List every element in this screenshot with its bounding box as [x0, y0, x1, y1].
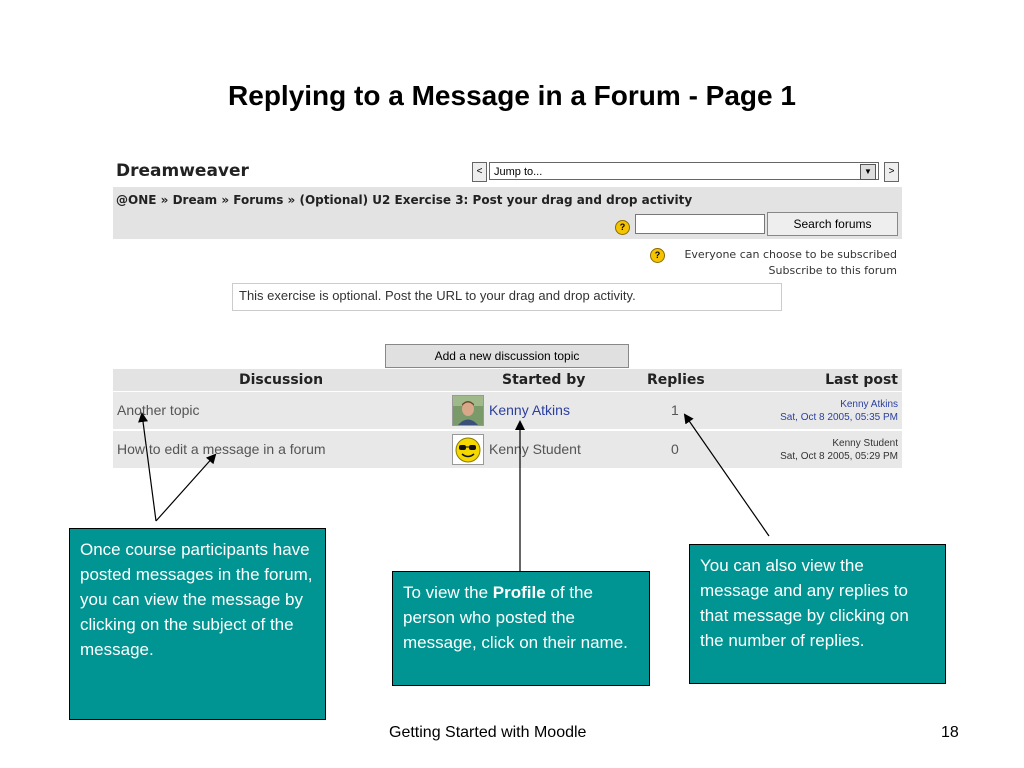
breadcrumb-home[interactable]: @ONE — [116, 193, 157, 207]
callout-profile: To view the Profile of the person who po… — [392, 571, 650, 686]
breadcrumb-separator: » — [283, 193, 300, 207]
course-header: Dreamweaver < Jump to... ▼ > — [113, 157, 902, 185]
discussion-subject-link[interactable]: Another topic — [117, 402, 200, 418]
jump-next-button[interactable]: > — [884, 162, 899, 182]
forum-intro: This exercise is optional. Post the URL … — [232, 283, 782, 311]
table-row: How to edit a message in a forum Kenny S… — [113, 431, 902, 470]
navigation-bar: @ONE » Dream » Forums » (Optional) U2 Ex… — [113, 187, 902, 239]
callout-subject: Once course participants have posted mes… — [69, 528, 326, 720]
course-name[interactable]: Dreamweaver — [116, 161, 249, 181]
last-post: Kenny Atkins Sat, Oct 8 2005, 05:35 PM — [780, 398, 898, 424]
callout-profile-bold: Profile — [492, 583, 546, 602]
subscribe-link[interactable]: Subscribe to this forum — [768, 264, 897, 277]
help-icon[interactable]: ? — [615, 220, 630, 235]
search-input[interactable] — [635, 214, 765, 234]
started-by-link[interactable]: Kenny Atkins — [489, 402, 570, 418]
replies-count-link[interactable]: 0 — [671, 441, 679, 457]
breadcrumb-separator: » — [156, 193, 173, 207]
last-post-date[interactable]: Sat, Oct 8 2005, 05:29 PM — [780, 451, 898, 462]
breadcrumb-forums[interactable]: Forums — [233, 193, 284, 207]
help-icon[interactable]: ? — [650, 248, 665, 263]
breadcrumb-course[interactable]: Dream — [172, 193, 218, 207]
footer-text: Getting Started with Moodle — [389, 724, 587, 741]
avatar[interactable] — [452, 434, 484, 465]
callout-profile-text-2: of the person who posted the message, cl… — [403, 583, 628, 652]
last-post: Kenny Student Sat, Oct 8 2005, 05:29 PM — [780, 437, 898, 463]
last-post-author[interactable]: Kenny Atkins — [840, 399, 898, 410]
column-header-discussion: Discussion — [239, 372, 324, 388]
last-post-date[interactable]: Sat, Oct 8 2005, 05:35 PM — [780, 412, 898, 423]
started-by-link[interactable]: Kenny Student — [489, 441, 581, 457]
forum-screenshot: Dreamweaver < Jump to... ▼ > @ONE » Drea… — [113, 157, 902, 470]
breadcrumb-separator: » — [217, 193, 234, 207]
table-header: Discussion Started by Replies Last post — [113, 369, 902, 391]
column-header-last-post: Last post — [825, 372, 898, 388]
add-discussion-topic-button[interactable]: Add a new discussion topic — [385, 344, 629, 368]
chevron-down-icon[interactable]: ▼ — [860, 164, 876, 180]
avatar[interactable] — [452, 395, 484, 426]
last-post-author[interactable]: Kenny Student — [832, 438, 898, 449]
callout-profile-text-1: To view the — [403, 583, 493, 602]
jump-prev-button[interactable]: < — [472, 162, 487, 182]
slide-title: Replying to a Message in a Forum - Page … — [228, 80, 796, 111]
subscription-mode-text: Everyone can choose to be subscribed — [684, 248, 897, 261]
jump-to-select[interactable]: Jump to... ▼ — [489, 162, 879, 180]
replies-count-link[interactable]: 1 — [671, 402, 679, 418]
breadcrumb: @ONE » Dream » Forums » (Optional) U2 Ex… — [116, 193, 692, 207]
page-number: 18 — [941, 724, 959, 741]
callout-replies: You can also view the message and any re… — [689, 544, 946, 684]
column-header-replies: Replies — [647, 372, 705, 388]
jump-to-value: Jump to... — [494, 166, 543, 178]
discussion-subject-link[interactable]: How to edit a message in a forum — [117, 441, 326, 457]
table-row: Another topic Kenny Atkins 1 Kenny Atkin… — [113, 392, 902, 431]
search-forums-button[interactable]: Search forums — [767, 212, 898, 236]
column-header-started-by: Started by — [502, 372, 586, 388]
breadcrumb-current: (Optional) U2 Exercise 3: Post your drag… — [299, 193, 693, 207]
